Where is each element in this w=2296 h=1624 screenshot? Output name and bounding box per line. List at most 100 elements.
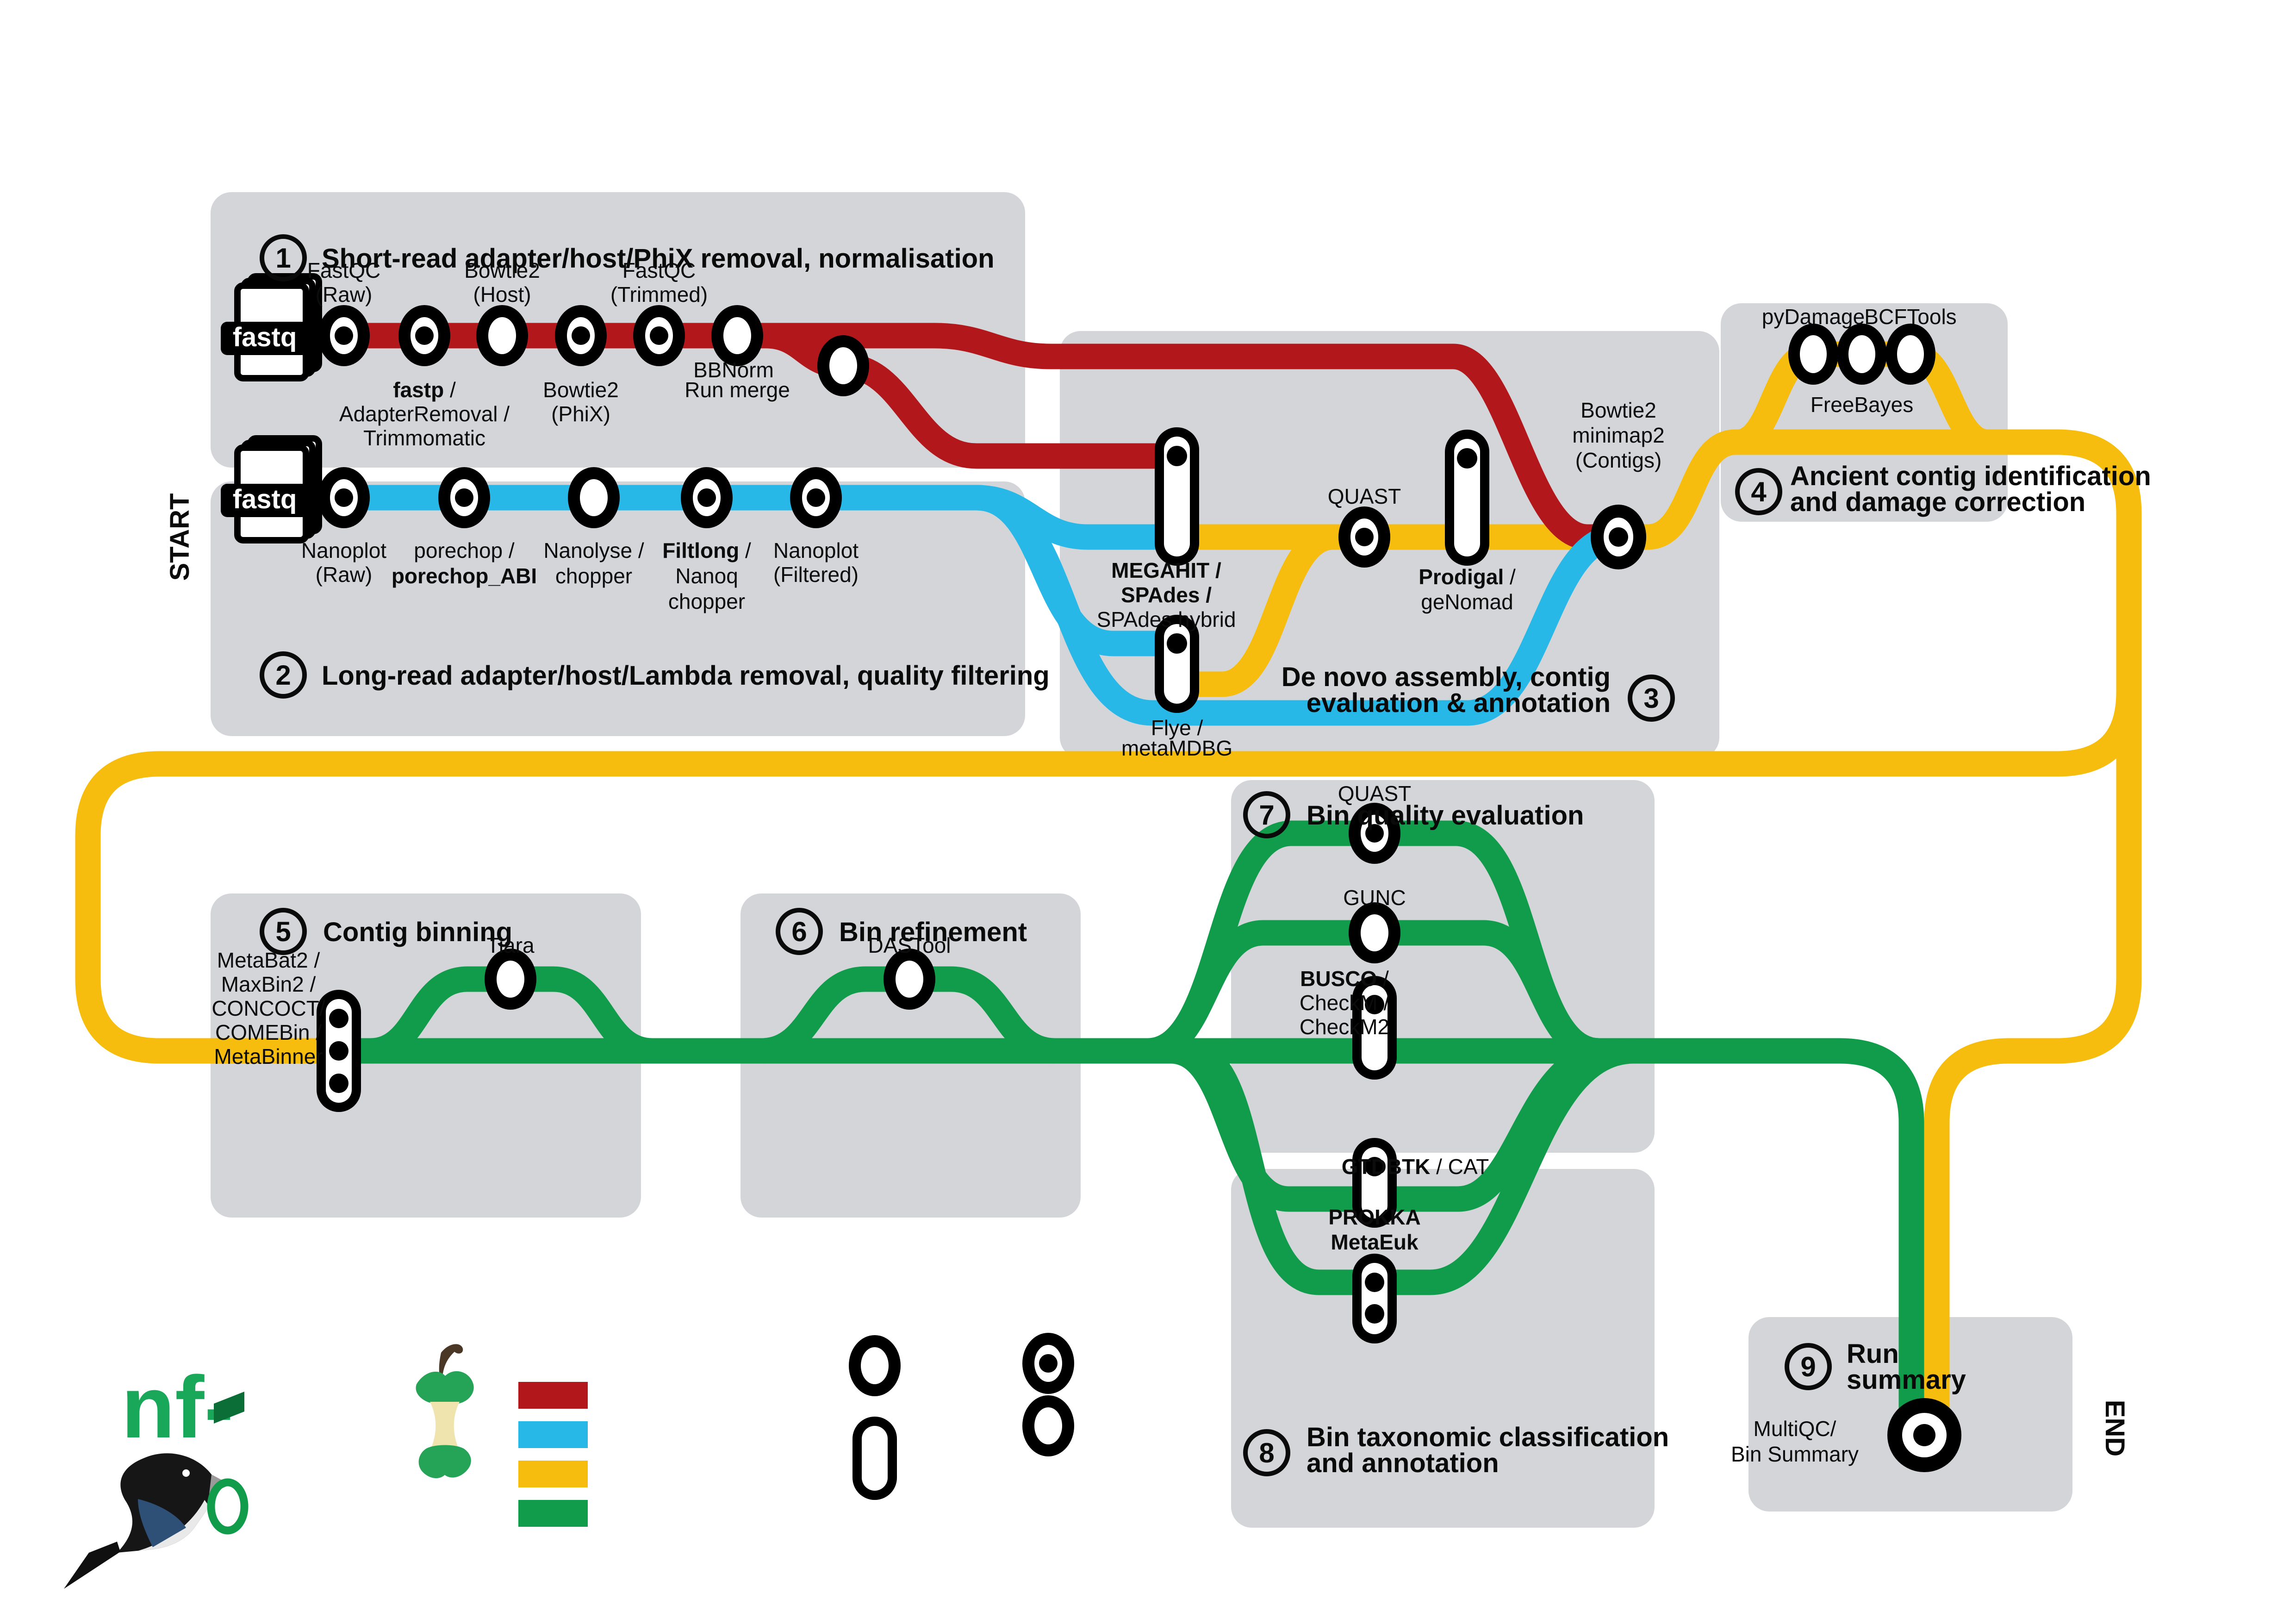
station-dastool [884, 949, 935, 1010]
label-busco-3: CheckM2 [1300, 1015, 1389, 1039]
label-quast-bins: QUAST [1338, 781, 1411, 806]
label-busco-2: CheckM / [1300, 991, 1389, 1015]
label-binners-5: MetaBinner [214, 1044, 323, 1068]
label-flye-2: metaMDBG [1121, 736, 1232, 760]
label-binners-3: CONCOCT/ [212, 996, 325, 1020]
legend-swatch-short-reads [518, 1382, 588, 1409]
label-prokka: PROKKA [1328, 1205, 1420, 1229]
label-trimmomatic: Trimmomatic [363, 426, 485, 450]
station-fastqc-raw [318, 305, 370, 366]
section-2-header: 2 Long-read adapter/host/Lambda removal,… [260, 651, 1050, 699]
legend-station-open [849, 1335, 901, 1396]
section-4-title-line1: Ancient contig identification [1790, 461, 2151, 491]
section-5-title: Contig binning [323, 917, 512, 947]
label-flye-1: Flye / [1151, 716, 1203, 740]
label-binners-4: COMEBin / [215, 1020, 322, 1044]
station-prodigal-interchange [1445, 430, 1489, 566]
section-8-panel [1231, 1169, 1655, 1528]
section-7-number: 7 [1259, 800, 1274, 831]
station-freebayes [1837, 324, 1887, 385]
label-bowtie2-host-2: (Host) [473, 282, 531, 306]
fastq-label-2: fastq [233, 484, 297, 514]
contigs-line-flye-join [1177, 524, 1334, 697]
label-binners-1: MetaBat2 / [217, 948, 320, 972]
section-4-title-line2: and damage correction [1790, 487, 2085, 517]
section-5-header: 5 Contig binning [260, 908, 512, 955]
station-nanoplot-raw [318, 467, 370, 528]
section-1-header: 1 Short-read adapter/host/PhiX removal, … [260, 234, 995, 281]
label-fastqc-raw-2: (Raw) [316, 282, 373, 306]
legend-station-interchange [852, 1417, 897, 1500]
section-8-title-line2: and annotation [1307, 1448, 1499, 1478]
label-nanoplot-raw-1: Nanoplot [301, 538, 386, 562]
station-fastp [398, 305, 450, 366]
section-9-title-line2: summary [1847, 1365, 1966, 1395]
label-nanoplot-filtered-1: Nanoplot [773, 538, 859, 562]
label-fastqc-trimmed-1: FastQC [622, 258, 696, 282]
section-8-header: 8 Bin taxonomic classification and annot… [1243, 1422, 1669, 1478]
label-bowtie2-host-1: Bowtie2 [464, 258, 540, 282]
label-bbnorm: BBNorm [693, 358, 774, 382]
label-bowtie2-minimap2-3: (Contigs) [1575, 448, 1662, 472]
label-gunc: GUNC [1343, 886, 1406, 910]
section-1-title: Short-read adapter/host/PhiX removal, no… [322, 244, 995, 274]
label-quast-contigs: QUAST [1328, 484, 1401, 508]
station-binners-interchange [317, 990, 361, 1112]
magpie-green-ring [207, 1478, 249, 1535]
nf-core-logo-mark [214, 1392, 244, 1424]
station-gtdbtk-interchange [1352, 1138, 1397, 1228]
label-megahit-2: SPAdes / [1121, 583, 1212, 607]
section-3-header: De novo assembly, contig evaluation & an… [1282, 662, 1675, 722]
section-4-number: 4 [1751, 476, 1767, 507]
station-tiara [485, 949, 536, 1010]
start-label: START [165, 493, 195, 581]
label-bowtie2-phix-1: Bowtie2 [543, 378, 619, 402]
station-nanolyse [568, 467, 620, 528]
label-multiqc-1: MultiQC/ [1754, 1417, 1836, 1441]
section-2-panel [211, 481, 1025, 736]
section-2-title: Long-read adapter/host/Lambda removal, q… [322, 661, 1050, 691]
bins-line-main [333, 1038, 1924, 1428]
station-flye-interchange [1155, 615, 1199, 713]
label-metaeuk: MetaEuk [1331, 1230, 1419, 1254]
label-bowtie2-phix-2: (PhiX) [551, 402, 610, 426]
station-nanoplot-filtered [790, 467, 842, 528]
label-multiqc-2: Bin Summary [1731, 1442, 1859, 1466]
contigs-line-main [1177, 429, 2142, 1428]
legend-station-dot [1022, 1333, 1074, 1394]
magpie-logo [64, 1453, 249, 1589]
section-3-number: 3 [1643, 683, 1659, 714]
section-6-number: 6 [791, 916, 807, 947]
section-2-number: 2 [275, 660, 291, 691]
label-porechop-2: porechop_ABI [392, 564, 537, 588]
station-bowtie2-phix [555, 305, 607, 366]
label-pydamage: pyDamage [1762, 305, 1865, 329]
label-bowtie2-minimap2-2: minimap2 [1572, 423, 1664, 447]
legend-station-open-small [1022, 1395, 1074, 1456]
label-filtlong-3: chopper [668, 589, 745, 613]
label-nanolyse-2: chopper [555, 564, 632, 588]
section-4-header: 4 Ancient contig identification and dama… [1735, 461, 2151, 517]
label-tiara: Tiara [486, 933, 535, 957]
legend-swatch-long-reads [518, 1421, 588, 1448]
section-7-title: Bin quality evaluation [1307, 800, 1584, 831]
section-8-number: 8 [1259, 1437, 1274, 1468]
section-9-number: 9 [1800, 1351, 1816, 1382]
station-bowtie2-host [476, 305, 528, 366]
station-quast-contigs [1338, 506, 1390, 568]
legend: nf- [64, 1333, 1074, 1589]
station-prokka-interchange [1352, 1254, 1397, 1343]
station-busco-interchange [1352, 976, 1397, 1080]
label-bowtie2-minimap2-1: Bowtie2 [1580, 398, 1656, 422]
station-bcftools [1885, 324, 1935, 385]
label-run-merge: Run merge [684, 378, 790, 402]
fastq-file-icon-long-reads: fastq [221, 435, 322, 543]
label-porechop-1: porechop / [414, 538, 515, 562]
section-5-number: 5 [275, 916, 291, 947]
label-prodigal: Prodigal / [1419, 565, 1516, 589]
fastq-file-icon-short-reads: fastq [221, 273, 322, 381]
label-fastp: fastp / [393, 378, 456, 402]
station-megahit-interchange [1155, 427, 1199, 566]
label-megahit-3: SPAdes hybrid [1097, 607, 1236, 631]
